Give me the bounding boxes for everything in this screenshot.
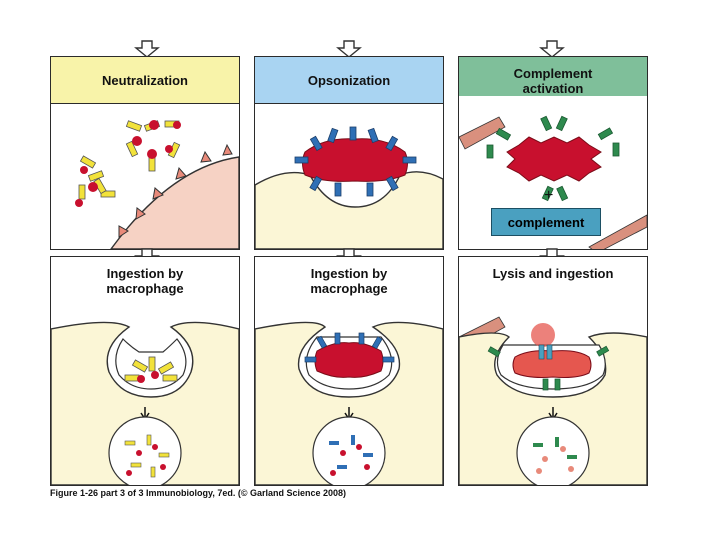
panel-lysis-ingestion: Lysis and ingestion (458, 256, 648, 486)
opsonization-illustration (255, 126, 443, 249)
panel-title-complement-activation: Complement activation (459, 57, 647, 96)
down-arrow-icon (336, 40, 362, 58)
complement-label-box: complement (491, 208, 601, 236)
panel-ingestion-neutralized: Ingestion by macrophage (50, 256, 240, 486)
panel-neutralization: Neutralization (50, 56, 240, 250)
panel-title-ingestion-neutralized: Ingestion by macrophage (51, 257, 239, 296)
panel-opsonization: Opsonization (254, 56, 444, 250)
panel-title-opsonization: Opsonization (255, 57, 443, 104)
panel-complement-activation: Complement activation (458, 56, 648, 250)
figure-caption: Figure 1-26 part 3 of 3 Immunobiology, 7… (50, 488, 347, 498)
panel-title-ingestion-opsonized: Ingestion by macrophage (255, 257, 443, 296)
plus-sign: + (544, 187, 554, 204)
down-arrow-icon (539, 40, 565, 58)
complement-activation-illustration (459, 115, 647, 249)
down-arrow-icon (134, 40, 160, 58)
panel-title-neutralization: Neutralization (51, 57, 239, 104)
ingestion-opsonized-illustration (255, 321, 443, 485)
panel-title-lysis-ingestion: Lysis and ingestion (459, 257, 647, 281)
neutralization-illustration (75, 120, 239, 249)
panel-ingestion-opsonized: Ingestion by macrophage (254, 256, 444, 486)
lysis-ingestion-illustration (459, 316, 647, 485)
ingestion-neutralized-illustration (51, 321, 239, 485)
